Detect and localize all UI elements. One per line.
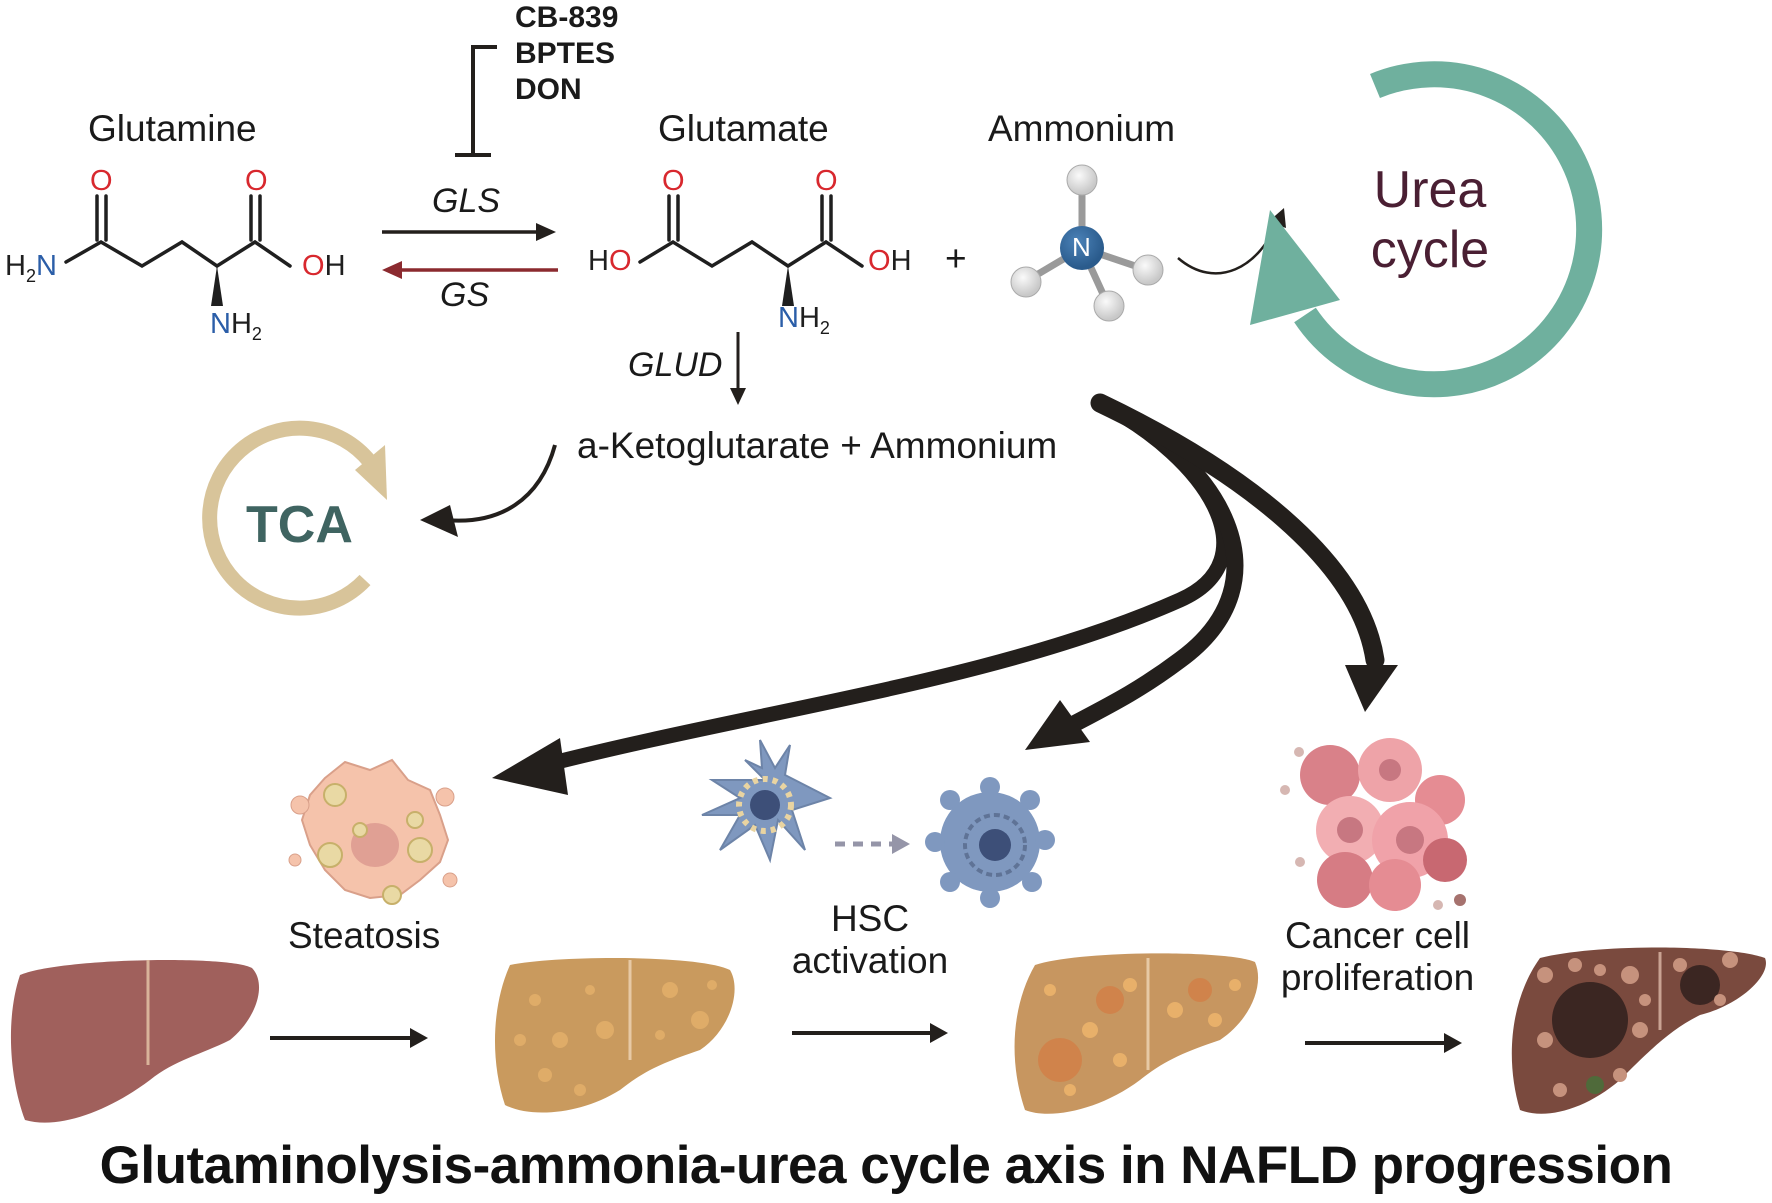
stage-arrow-1: [270, 1028, 428, 1048]
glutamate-hydroxyl-right: OH: [868, 245, 912, 277]
cancer-proliferation-label: Cancer cell proliferation: [1270, 915, 1485, 999]
glutamate-oxygen-2: O: [815, 165, 838, 197]
cancer-cell-cluster-icon: [1280, 738, 1467, 911]
hsc-activation-dashed-arrow: [835, 834, 910, 854]
steatosis-label: Steatosis: [288, 915, 441, 956]
liver-steatotic-icon: [494, 958, 735, 1113]
glud-down-arrow: [730, 332, 746, 405]
urea-cycle-label: Urea cycle: [1355, 160, 1505, 280]
glutamine-oxygen-1: O: [90, 165, 113, 197]
glutamine-amino-group: NH2: [210, 308, 262, 344]
tca-cycle-icon: [202, 420, 387, 616]
enzyme-gls: GLS: [432, 182, 501, 220]
steatotic-hepatocyte-icon: [288, 758, 458, 905]
urea-cycle-line1: Urea: [1373, 161, 1487, 219]
glutamate-oxygen-1: O: [662, 165, 685, 197]
inhibitor-bptes: BPTES: [515, 37, 616, 70]
inhibition-bar: [455, 45, 497, 157]
enzyme-gs: GS: [440, 276, 490, 314]
gs-reverse-arrow: [382, 261, 558, 279]
glutamine-oxygen-2: O: [245, 165, 268, 197]
cancer-label-line2: proliferation: [1280, 957, 1475, 998]
glutamine-label: Glutamine: [88, 108, 257, 149]
activated-hsc-icon: [925, 777, 1055, 908]
quiescent-hsc-icon: [701, 739, 833, 864]
hsc-label-line1: HSC: [830, 898, 910, 939]
ammonium-label: Ammonium: [988, 108, 1176, 149]
ammonium-n-label: N: [1072, 232, 1091, 262]
inhibitor-don: DON: [515, 73, 582, 106]
hsc-activation-label: HSC activation: [780, 898, 960, 982]
akg-to-tca-arrowhead: [420, 505, 458, 537]
inhibitor-cb839: CB-839: [515, 1, 619, 34]
arrow-to-hsc: [1025, 394, 1244, 750]
glutamate-structure: [638, 194, 864, 306]
akg-to-tca-arrow: [444, 444, 557, 523]
liver-cancerous-icon: [1511, 947, 1766, 1114]
glutamine-hydroxyl: OH: [302, 250, 346, 282]
urea-cycle-line2: cycle: [1370, 221, 1490, 279]
glutamate-label: Glutamate: [658, 108, 829, 149]
urea-cycle-icon: [1250, 61, 1603, 398]
hsc-label-line2: activation: [791, 940, 949, 981]
gls-forward-arrow: [382, 223, 556, 241]
enzyme-glud: GLUD: [628, 346, 723, 384]
figure-title: Glutaminolysis-ammonia-urea cycle axis i…: [99, 1136, 1673, 1195]
plus-sign: +: [945, 238, 967, 279]
glutamine-amide-group: H2N: [5, 250, 57, 286]
glutamate-amino-group: NH2: [778, 302, 830, 338]
arrow-to-cancer: [1090, 393, 1398, 712]
ammonium-molecule-icon: [1010, 164, 1164, 322]
stage-arrow-2: [792, 1023, 948, 1043]
liver-healthy-icon: [10, 959, 260, 1123]
cancer-label-line1: Cancer cell: [1284, 915, 1471, 956]
inhibitor-list: CB-839 BPTES DON: [515, 0, 618, 108]
glutamine-structure: [64, 194, 292, 306]
stage-arrow-3: [1305, 1033, 1462, 1053]
liver-fibrotic-icon: [1014, 953, 1259, 1114]
akg-product-label: a-Ketoglutarate + Ammonium: [577, 425, 1058, 466]
tca-label: TCA: [246, 496, 353, 554]
glutamate-hydroxyl-left: HO: [588, 245, 632, 277]
